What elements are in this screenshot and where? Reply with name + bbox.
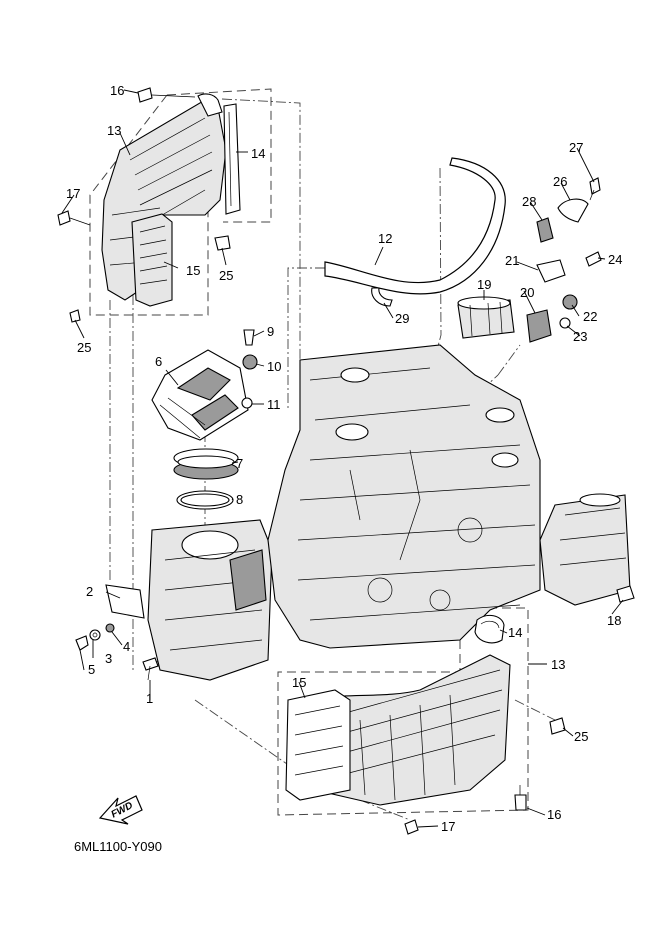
callout-14-lower: 14 xyxy=(508,625,522,640)
callout-16: 16 xyxy=(110,83,124,98)
throttle-body-base xyxy=(147,519,273,681)
gasket-14-lower[interactable] xyxy=(474,614,505,644)
nut-25-upper-left[interactable] xyxy=(69,309,81,323)
diagram-code: 6ML1100-Y090 xyxy=(74,839,162,854)
callout-5: 5 xyxy=(88,662,95,677)
gasket-14-upper[interactable] xyxy=(223,103,241,215)
clip-26[interactable] xyxy=(557,198,589,223)
clip-28[interactable] xyxy=(536,217,554,243)
callout-16-lower: 16 xyxy=(547,807,561,822)
bolt-17-upper[interactable] xyxy=(57,210,91,226)
callout-27: 27 xyxy=(569,140,583,155)
callout-29: 29 xyxy=(395,311,409,326)
engine-block xyxy=(267,344,541,649)
fwd-arrow: FWD xyxy=(98,795,143,825)
callout-13-lower: 13 xyxy=(551,657,565,672)
fuel-filter-19[interactable] xyxy=(457,296,515,339)
hose-12[interactable] xyxy=(324,157,506,295)
bracket-2[interactable] xyxy=(105,584,145,619)
callout-25-upper: 25 xyxy=(219,268,233,283)
callout-10: 10 xyxy=(267,359,281,374)
callout-13: 13 xyxy=(107,123,121,138)
holder-21[interactable] xyxy=(536,259,566,283)
ring-7[interactable] xyxy=(173,448,239,480)
cover-15-upper[interactable] xyxy=(131,213,173,307)
vapor-separator xyxy=(539,493,631,606)
clamp-29[interactable] xyxy=(371,287,393,307)
upper-manifold-dashed-group xyxy=(89,88,272,316)
callout-25-upper-left: 25 xyxy=(77,340,91,355)
callout-17: 17 xyxy=(66,186,80,201)
clip-25-upper[interactable] xyxy=(214,235,231,251)
callout-17-lower: 17 xyxy=(441,819,455,834)
callout-2: 2 xyxy=(86,584,93,599)
callout-9: 9 xyxy=(267,324,274,339)
collar-4[interactable] xyxy=(105,623,115,633)
cover-15-lower[interactable] xyxy=(285,689,351,801)
callout-1: 1 xyxy=(146,691,153,706)
nut-25-lower[interactable] xyxy=(549,717,566,735)
bolt-16-lower[interactable] xyxy=(514,785,527,811)
callout-26: 26 xyxy=(553,174,567,189)
callout-11: 11 xyxy=(267,397,281,412)
callout-22: 22 xyxy=(583,309,597,324)
callout-15: 15 xyxy=(186,263,200,278)
bolt-24[interactable] xyxy=(585,251,602,267)
intake-silencer-6[interactable] xyxy=(151,349,249,441)
grommet-10[interactable] xyxy=(242,354,258,370)
callout-23: 23 xyxy=(573,329,587,344)
callout-19: 19 xyxy=(477,277,491,292)
callout-14: 14 xyxy=(251,146,265,161)
callout-24: 24 xyxy=(608,252,622,267)
bolt-16-upper[interactable] xyxy=(137,87,196,103)
callout-4: 4 xyxy=(123,639,130,654)
callout-15-lower: 15 xyxy=(292,675,306,690)
callout-25-lower: 25 xyxy=(574,729,588,744)
o-ring-8[interactable] xyxy=(176,490,234,510)
leader-lines xyxy=(61,89,624,828)
callout-28: 28 xyxy=(522,194,536,209)
screw-27[interactable] xyxy=(589,177,601,201)
bolt-5[interactable] xyxy=(75,635,89,651)
callout-labels: 1 2 3 4 5 6 7 8 9 10 11 12 13 14 15 16 1… xyxy=(66,83,622,834)
callout-6: 6 xyxy=(155,354,162,369)
callout-7: 7 xyxy=(236,456,243,471)
bolt-9[interactable] xyxy=(243,329,255,346)
bracket-20[interactable] xyxy=(526,309,552,343)
callout-3: 3 xyxy=(105,651,112,666)
callout-12: 12 xyxy=(378,231,392,246)
washer-3[interactable] xyxy=(89,629,101,641)
collar-23[interactable] xyxy=(559,317,571,329)
nut-11[interactable] xyxy=(241,397,253,409)
grommet-22[interactable] xyxy=(562,294,578,310)
callout-20: 20 xyxy=(520,285,534,300)
callout-8: 8 xyxy=(236,492,243,507)
bolt-18[interactable] xyxy=(616,585,635,603)
callout-21: 21 xyxy=(505,253,519,268)
callout-18: 18 xyxy=(607,613,621,628)
bolt-17-lower[interactable] xyxy=(404,819,419,835)
bolt-1[interactable] xyxy=(142,657,159,681)
